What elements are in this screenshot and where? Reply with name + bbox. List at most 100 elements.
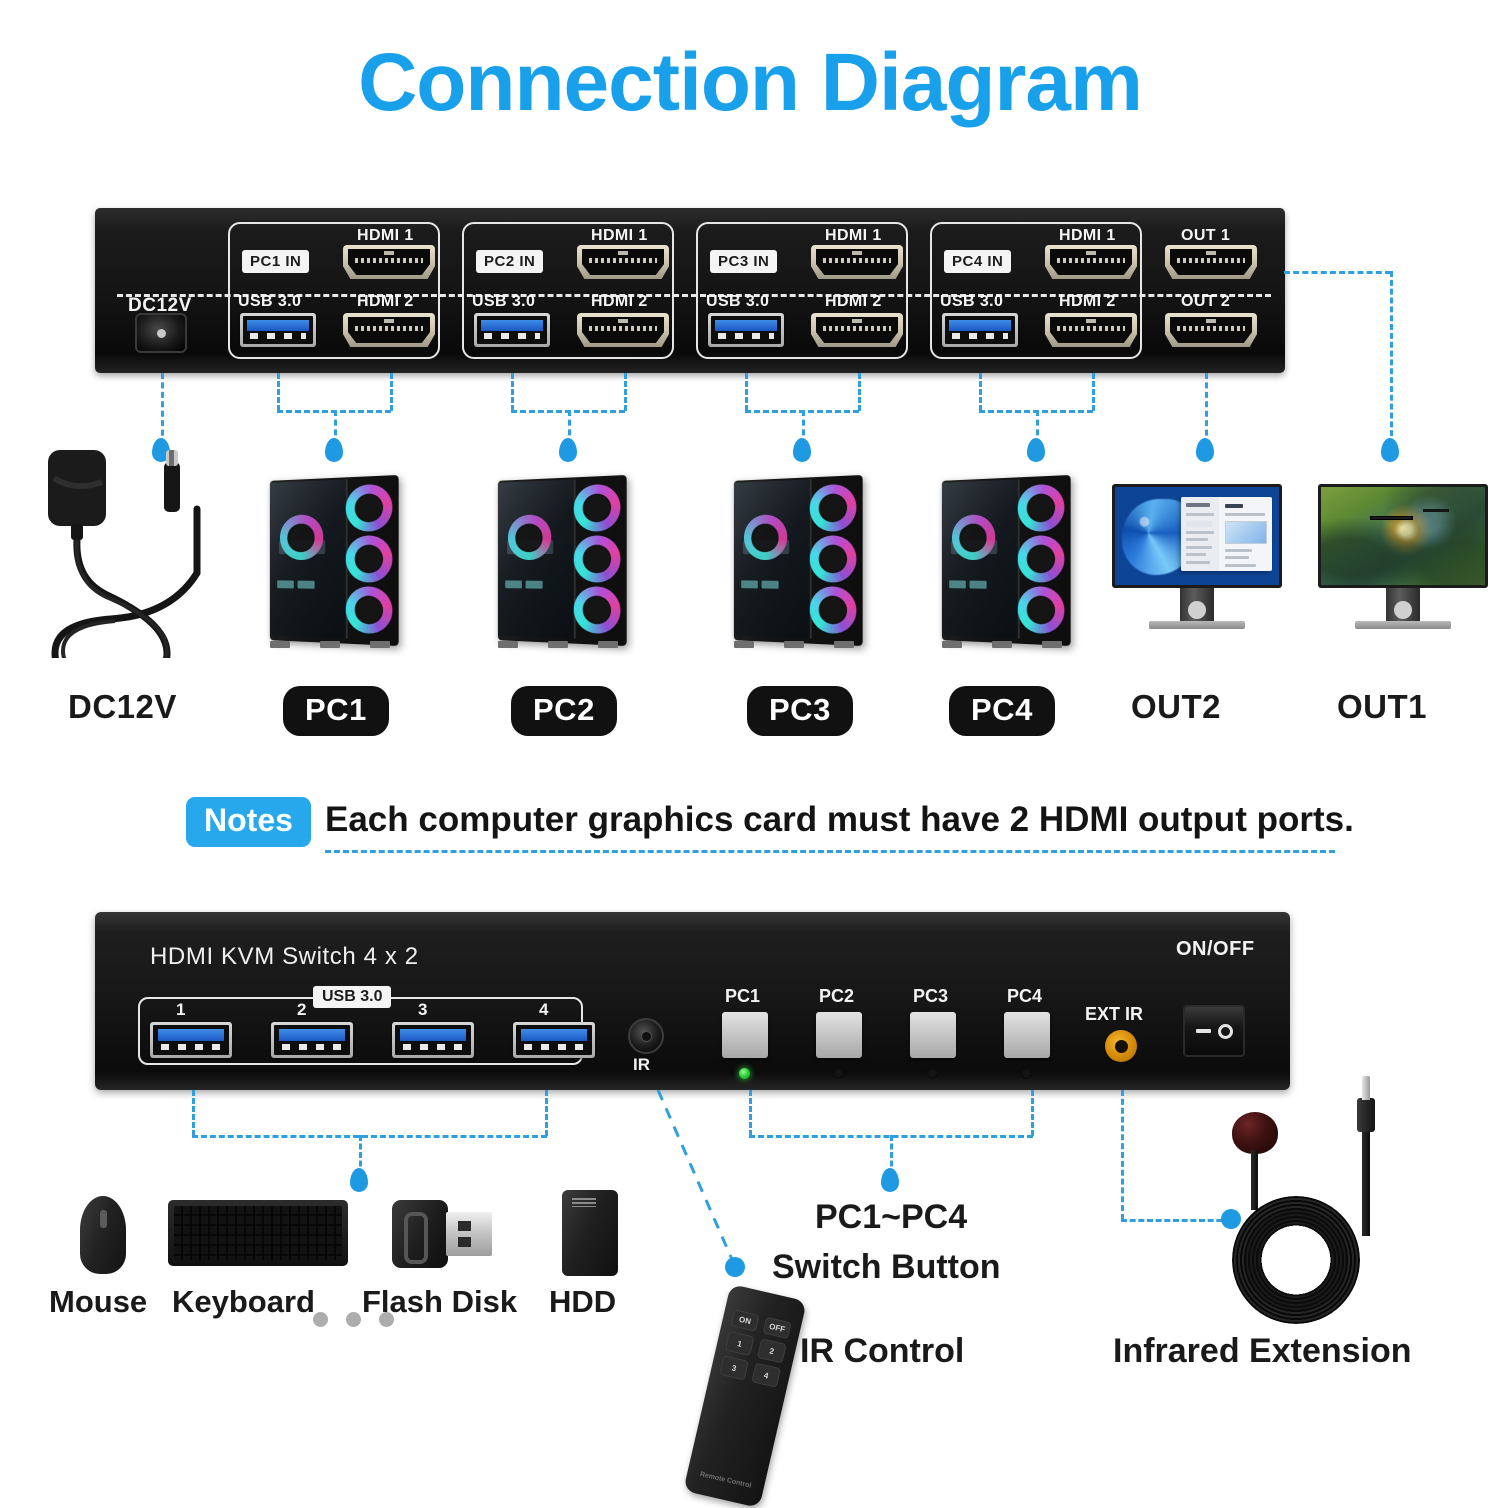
pc1-usb-port[interactable] [240, 313, 316, 347]
pc3-switch-button[interactable] [910, 1012, 956, 1058]
pc1-button-label: PC1 [725, 986, 761, 1006]
label-ir-control: IR Control [800, 1332, 965, 1370]
carousel-dots[interactable] [313, 1312, 394, 1327]
out2-hdmi-port[interactable] [1165, 313, 1257, 347]
connector-extir-vertical [1121, 1090, 1124, 1220]
pc2-usb-port[interactable] [474, 313, 550, 347]
label-pc4: PC4 [949, 686, 1055, 736]
remote-off-button[interactable]: OFF [762, 1316, 792, 1340]
pc4-usb-label: USB 3.0 [940, 293, 1004, 310]
monitor-out1-stand [1386, 588, 1420, 621]
rgb-fan-icon [1017, 535, 1065, 583]
rgb-fan-icon [345, 483, 393, 532]
pc1-hdmi1-label: HDMI 1 [357, 227, 414, 244]
connector-dot-ir-control [725, 1257, 745, 1277]
out2-label: OUT 2 [1181, 293, 1231, 310]
pc3-hdmi1-port[interactable] [811, 245, 903, 279]
connector-dot-pc2 [559, 438, 577, 462]
pc1-hdmi2-label: HDMI 2 [357, 293, 414, 310]
remote-footer-text: Remote Control [699, 1470, 752, 1490]
pc2-in-badge: PC2 IN [476, 250, 544, 273]
out1-hdmi-port[interactable] [1165, 245, 1257, 279]
connector-front-usb-left [192, 1090, 195, 1136]
notes-badge: Notes [186, 797, 311, 847]
rgb-fan-icon [345, 586, 393, 635]
connector-pcbtn-right [1031, 1090, 1034, 1136]
front-usb-port-1[interactable] [150, 1022, 232, 1058]
label-keyboard: Keyboard [172, 1284, 315, 1319]
infrared-receiver-stem [1251, 1150, 1258, 1210]
label-pc2: PC2 [511, 686, 617, 736]
remote-button-3[interactable]: 3 [719, 1355, 749, 1381]
rgb-fan-icon [573, 535, 621, 583]
connector-pcbtn-stem [890, 1135, 893, 1175]
pc4-usb-port[interactable] [942, 313, 1018, 347]
label-mouse: Mouse [49, 1284, 148, 1319]
connector-front-usb-stem [359, 1135, 362, 1175]
pc-tower-2 [494, 474, 627, 648]
pc1-switch-button[interactable] [722, 1012, 768, 1058]
pc4-in-badge: PC4 IN [944, 250, 1012, 273]
front-usb-4-label: 4 [539, 1000, 549, 1019]
connector-extir-horizontal [1121, 1219, 1231, 1222]
infrared-cable-coil [1232, 1196, 1360, 1324]
remote-on-button[interactable]: ON [730, 1309, 760, 1332]
pc3-hdmi2-port[interactable] [811, 313, 903, 347]
connector-front-usb-bracket [192, 1135, 547, 1138]
rgb-fan-icon [1017, 483, 1065, 532]
infrared-receiver-head [1232, 1112, 1278, 1154]
connector-pc1-hdmi [390, 373, 393, 411]
pc1-hdmi2-port[interactable] [343, 313, 435, 347]
front-usb-port-4[interactable] [513, 1022, 595, 1058]
pc4-hdmi2-port[interactable] [1045, 313, 1137, 347]
front-usb-port-3[interactable] [392, 1022, 474, 1058]
dc12v-power-jack[interactable] [135, 313, 187, 353]
mouse-device [80, 1196, 126, 1274]
pc2-hdmi2-label: HDMI 2 [591, 293, 648, 310]
pc3-status-led [927, 1068, 938, 1079]
pc2-switch-button[interactable] [816, 1012, 862, 1058]
power-rocker-switch[interactable] [1183, 1005, 1245, 1057]
pc4-hdmi1-port[interactable] [1045, 245, 1137, 279]
ir-label: IR [633, 1055, 650, 1074]
pc2-hdmi2-port[interactable] [577, 313, 669, 347]
pc3-usb-port[interactable] [708, 313, 784, 347]
input-group-pc2 [462, 222, 674, 359]
connector-ir-diagonal [656, 1090, 736, 1265]
ir-remote-control[interactable]: ON OFF 1 2 3 4 Remote Control [683, 1283, 807, 1508]
rgb-fan-icon [809, 483, 857, 532]
notes-underline [325, 850, 1335, 853]
pc4-status-led [1021, 1068, 1032, 1079]
monitor-out1-base [1355, 621, 1451, 629]
infrared-3-5mm-plug [1357, 1076, 1375, 1132]
infrared-cable-lead [1362, 1118, 1370, 1236]
pc3-hdmi2-label: HDMI 2 [825, 293, 882, 310]
pc2-button-label: PC2 [819, 986, 855, 1006]
pc4-switch-button[interactable] [1004, 1012, 1050, 1058]
label-hdd: HDD [549, 1284, 617, 1319]
out1-label: OUT 1 [1181, 227, 1231, 244]
ir-receiver-jack[interactable] [628, 1018, 664, 1054]
pc2-usb-label: USB 3.0 [472, 293, 536, 310]
front-panel-device [95, 912, 1290, 1090]
remote-button-2[interactable]: 2 [756, 1338, 787, 1364]
remote-button-4[interactable]: 4 [751, 1362, 782, 1388]
front-usb-3-label: 3 [418, 1000, 428, 1019]
connector-dot-usb-devices [350, 1168, 368, 1192]
remote-button-1[interactable]: 1 [724, 1330, 755, 1357]
label-out1: OUT1 [1337, 688, 1428, 725]
connector-pc2-hdmi [624, 373, 627, 411]
pc1-hdmi1-port[interactable] [343, 245, 435, 279]
pc2-status-led [833, 1068, 844, 1079]
ext-ir-jack[interactable] [1105, 1030, 1137, 1062]
pc2-hdmi1-port[interactable] [577, 245, 669, 279]
connector-pc2-stem [568, 410, 571, 445]
front-usb-port-2[interactable] [271, 1022, 353, 1058]
label-pc3: PC3 [747, 686, 853, 736]
pc3-in-badge: PC3 IN [710, 250, 778, 273]
connector-pcbtn-left [749, 1090, 752, 1136]
flash-disk-device [392, 1200, 448, 1268]
connector-out1-vertical [1390, 271, 1393, 445]
connector-dot-pc3 [793, 438, 811, 462]
rgb-fan-icon [809, 535, 857, 583]
